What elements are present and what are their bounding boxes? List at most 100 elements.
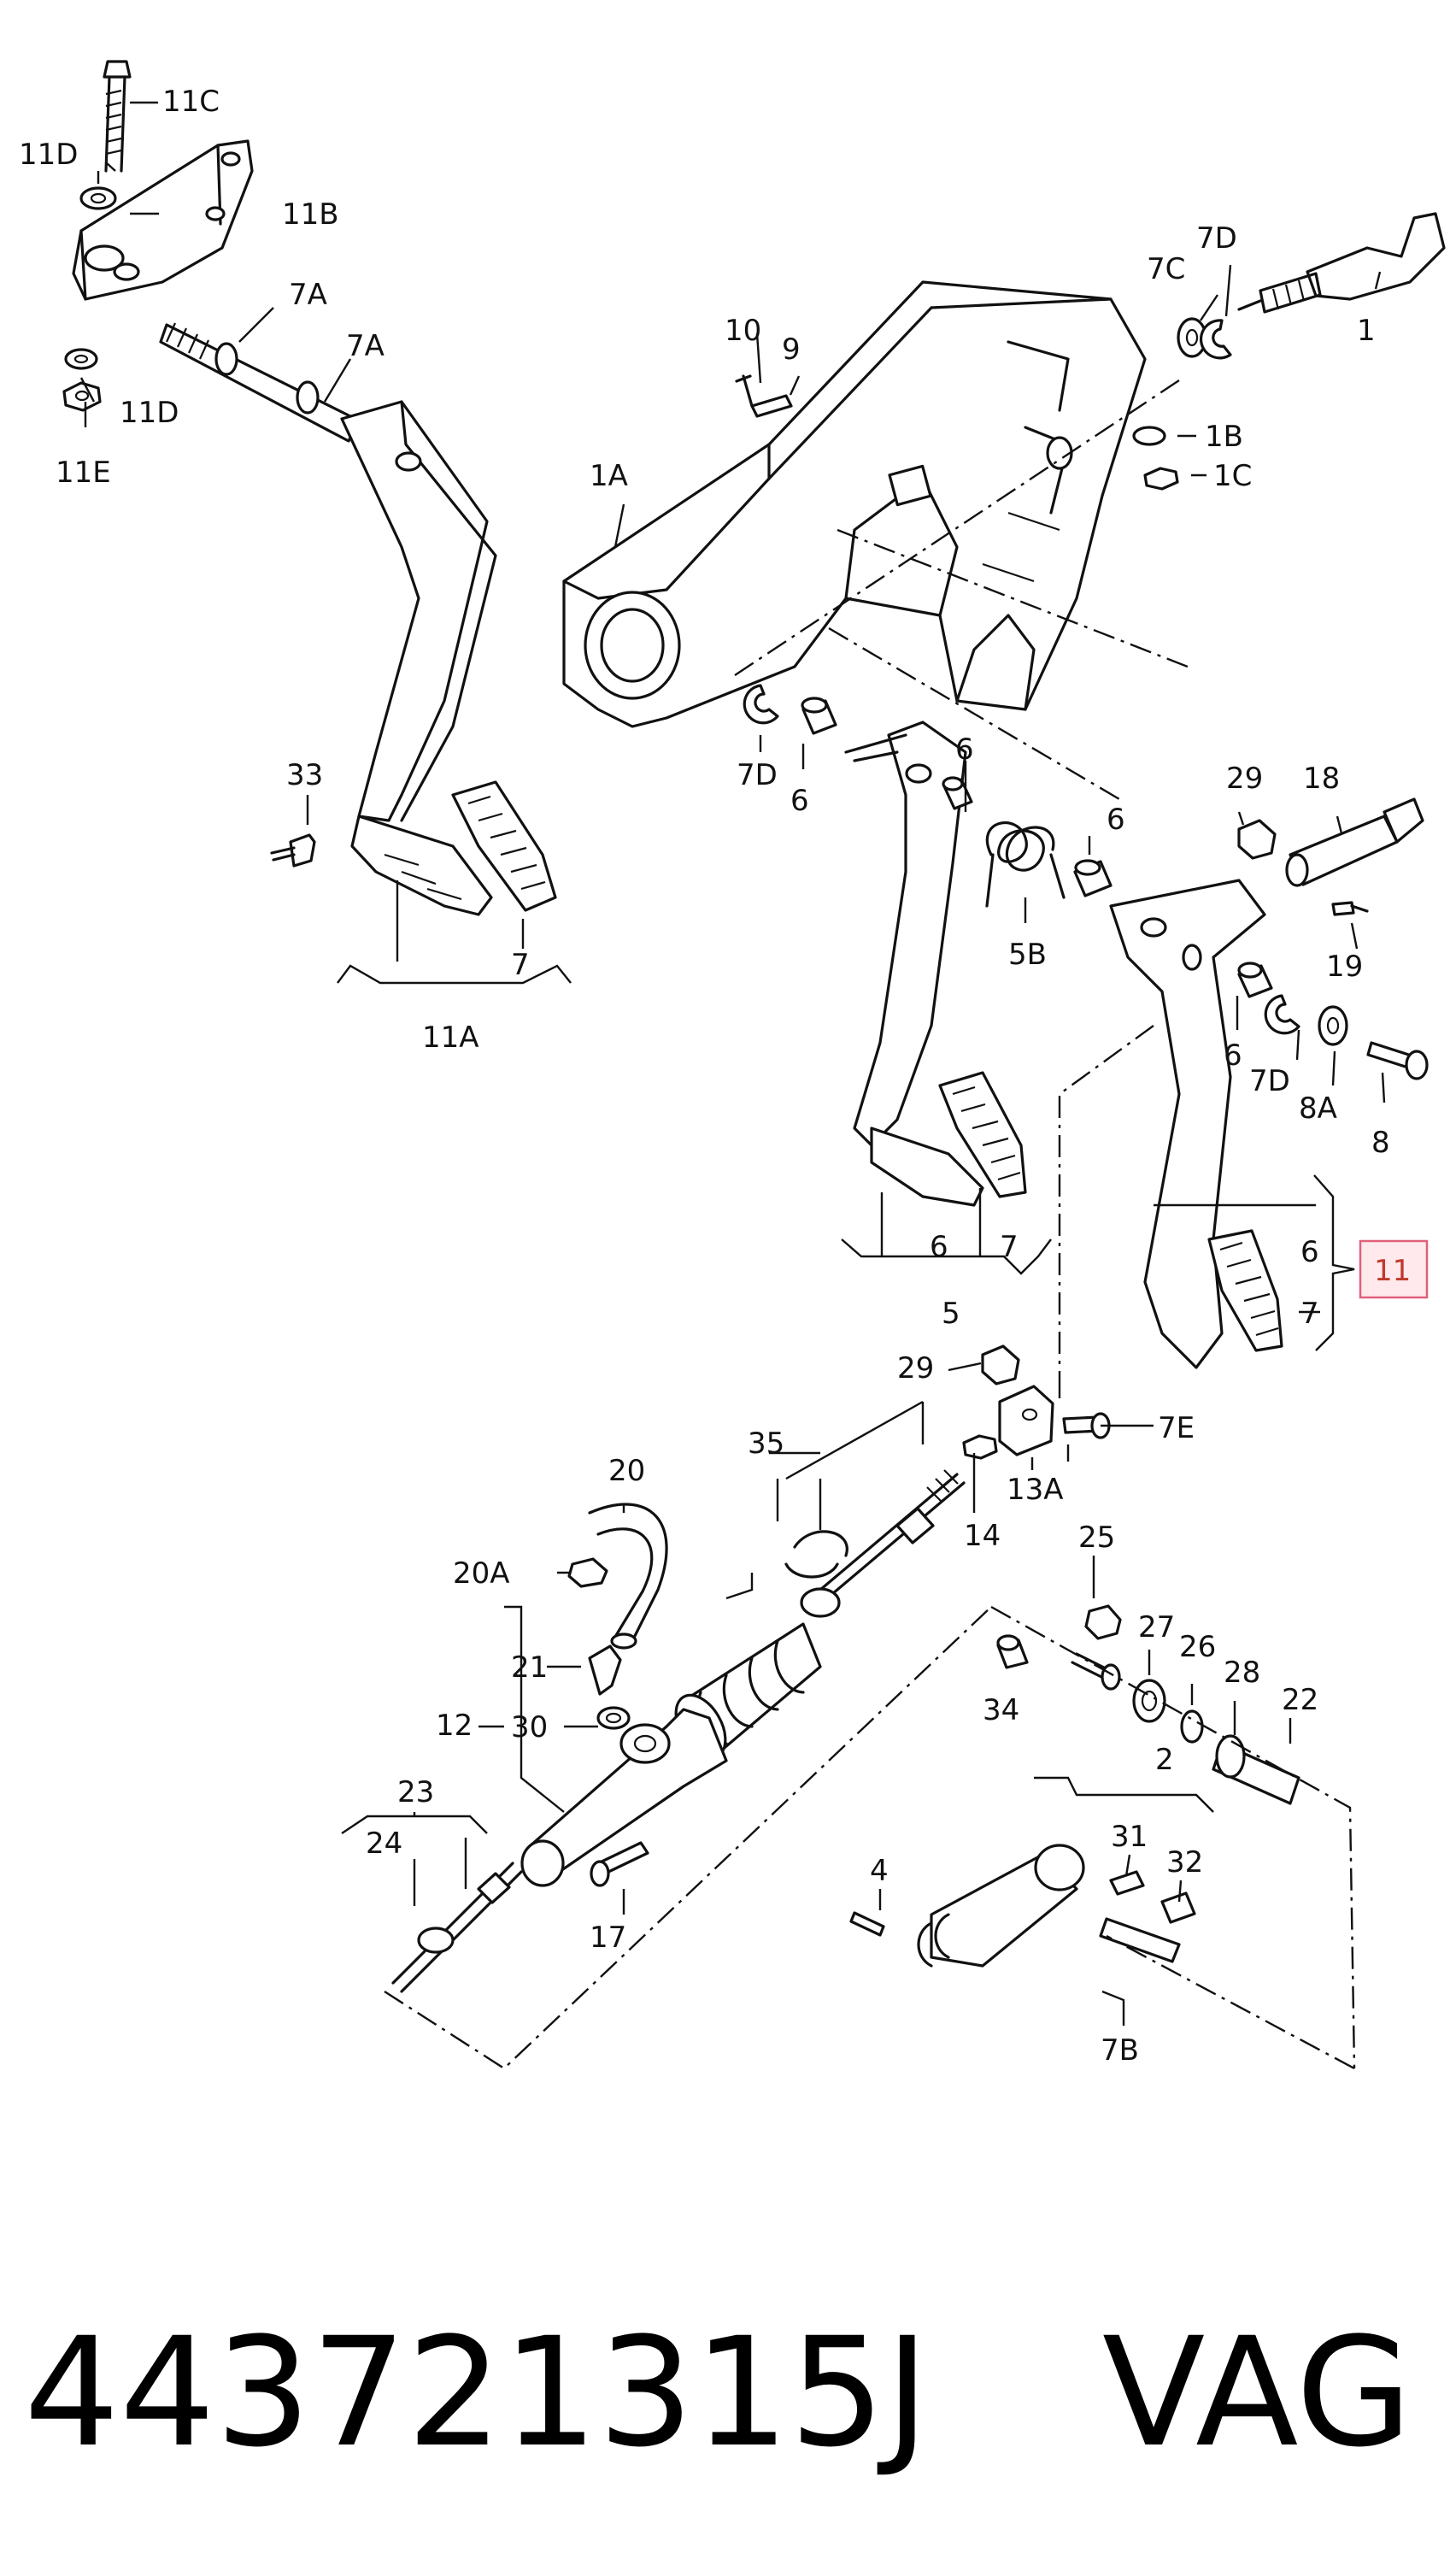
label-6-a: 6 — [790, 784, 809, 818]
clip-20a — [567, 1557, 608, 1588]
return-spring-5b — [985, 821, 1066, 908]
label-6-f: 6 — [1300, 1235, 1319, 1269]
pedal-bracket-1a — [562, 280, 1147, 728]
label-10: 10 — [725, 314, 761, 348]
label-11d-bot: 11D — [120, 396, 179, 430]
washer-1b — [1132, 426, 1166, 446]
nut-1c — [1143, 467, 1179, 491]
brake-pedal-arm — [340, 400, 497, 916]
bolt-11c — [103, 60, 132, 173]
brand-caption: VAG — [1102, 2305, 1412, 2480]
label-5b: 5B — [1008, 938, 1047, 972]
label-29-bot: 29 — [897, 1351, 934, 1385]
label-6-e: 6 — [1224, 1038, 1242, 1073]
label-7c: 7C — [1147, 252, 1185, 286]
spring-strut-18 — [1285, 797, 1424, 887]
label-6-d: 6 — [930, 1230, 948, 1264]
label-7a-1: 7A — [289, 278, 327, 312]
washer-11d-top — [79, 186, 117, 210]
push-rod — [800, 1469, 966, 1618]
label-1a: 1A — [590, 459, 628, 493]
ring-28 — [1180, 1709, 1204, 1744]
clip-7d-top — [1200, 319, 1232, 360]
pipe-24 — [391, 1862, 523, 1993]
clevis-13a — [998, 1385, 1054, 1456]
washer-8a — [1318, 1005, 1348, 1046]
bracket-11b — [72, 139, 254, 301]
label-27: 27 — [1138, 1610, 1175, 1644]
union-21 — [588, 1644, 622, 1696]
label-31: 31 — [1111, 1820, 1148, 1854]
pedal-pad-7-mid — [938, 1071, 1027, 1198]
label-7d-top: 7D — [1196, 221, 1237, 256]
label-7a-2: 7A — [346, 329, 385, 363]
hose-20 — [588, 1503, 668, 1650]
seal-26 — [1132, 1679, 1166, 1723]
label-13a: 13A — [1007, 1473, 1064, 1507]
label-22: 22 — [1282, 1683, 1318, 1717]
highlight-box-11 — [1359, 1239, 1429, 1299]
pin-19 — [1331, 901, 1369, 916]
clip-29-top — [1237, 819, 1277, 860]
clip-7d-right — [1264, 994, 1300, 1035]
label-14: 14 — [964, 1519, 1001, 1553]
brake-light-switch-1 — [1237, 212, 1446, 314]
washer-11d-bot — [64, 348, 98, 370]
label-17: 17 — [590, 1921, 626, 1955]
label-11b: 11B — [282, 197, 339, 232]
label-7b: 7B — [1101, 2033, 1139, 2068]
bolt-8 — [1366, 1041, 1429, 1080]
pin-7e — [1062, 1412, 1111, 1439]
label-5: 5 — [942, 1297, 960, 1331]
clutch-pedal-arm — [844, 721, 984, 1207]
bleeder-34 — [996, 1634, 1029, 1669]
label-7d-mid: 7D — [737, 758, 778, 792]
label-23: 23 — [397, 1775, 434, 1809]
centerline-bracket — [734, 379, 1189, 801]
label-28: 28 — [1224, 1656, 1260, 1690]
union-25 — [1084, 1604, 1122, 1640]
slave-cylinder-2 — [917, 1844, 1085, 1968]
label-30: 30 — [511, 1710, 548, 1744]
label-18: 18 — [1303, 762, 1340, 796]
label-12: 12 — [436, 1709, 473, 1743]
label-11: 11 — [1374, 1254, 1411, 1288]
part-number-caption: 443721315J — [24, 2305, 930, 2480]
seal-30 — [596, 1706, 631, 1730]
label-4: 4 — [870, 1854, 889, 1888]
label-33: 33 — [286, 758, 323, 792]
bleeder-31 — [1109, 1870, 1145, 1896]
bush-6-e — [1237, 962, 1273, 998]
label-1b: 1B — [1205, 420, 1243, 454]
label-9: 9 — [782, 332, 801, 367]
pedal-pad-7-right — [1207, 1229, 1283, 1352]
leader-lines — [79, 101, 1386, 2026]
label-20: 20 — [608, 1454, 645, 1488]
stop-bolt-33 — [270, 833, 316, 868]
label-11a: 11A — [422, 1021, 479, 1055]
label-20a: 20A — [453, 1556, 510, 1591]
label-2: 2 — [1155, 1743, 1174, 1777]
nut-14 — [962, 1434, 998, 1460]
clip-7c — [1177, 317, 1207, 358]
label-1: 1 — [1357, 314, 1376, 348]
centerline-pedal-11 — [1058, 1025, 1154, 1376]
label-7-right: 7 — [1300, 1297, 1319, 1331]
bolt-17 — [590, 1841, 649, 1887]
label-24: 24 — [366, 1827, 402, 1861]
label-35: 35 — [748, 1427, 784, 1461]
label-32: 32 — [1166, 1845, 1203, 1880]
master-cylinder-12 — [520, 1708, 728, 1887]
label-11e: 11E — [56, 456, 111, 490]
pedal-pad-7-left — [451, 780, 557, 912]
label-21: 21 — [511, 1650, 548, 1685]
clip-29-bot — [981, 1344, 1020, 1385]
label-34: 34 — [983, 1693, 1019, 1727]
bush-6-a — [801, 697, 837, 735]
label-25: 25 — [1078, 1521, 1115, 1555]
circlip-35 — [784, 1530, 848, 1579]
label-1c: 1C — [1213, 459, 1252, 493]
nut-11e — [62, 381, 102, 412]
label-6-b: 6 — [955, 732, 974, 767]
